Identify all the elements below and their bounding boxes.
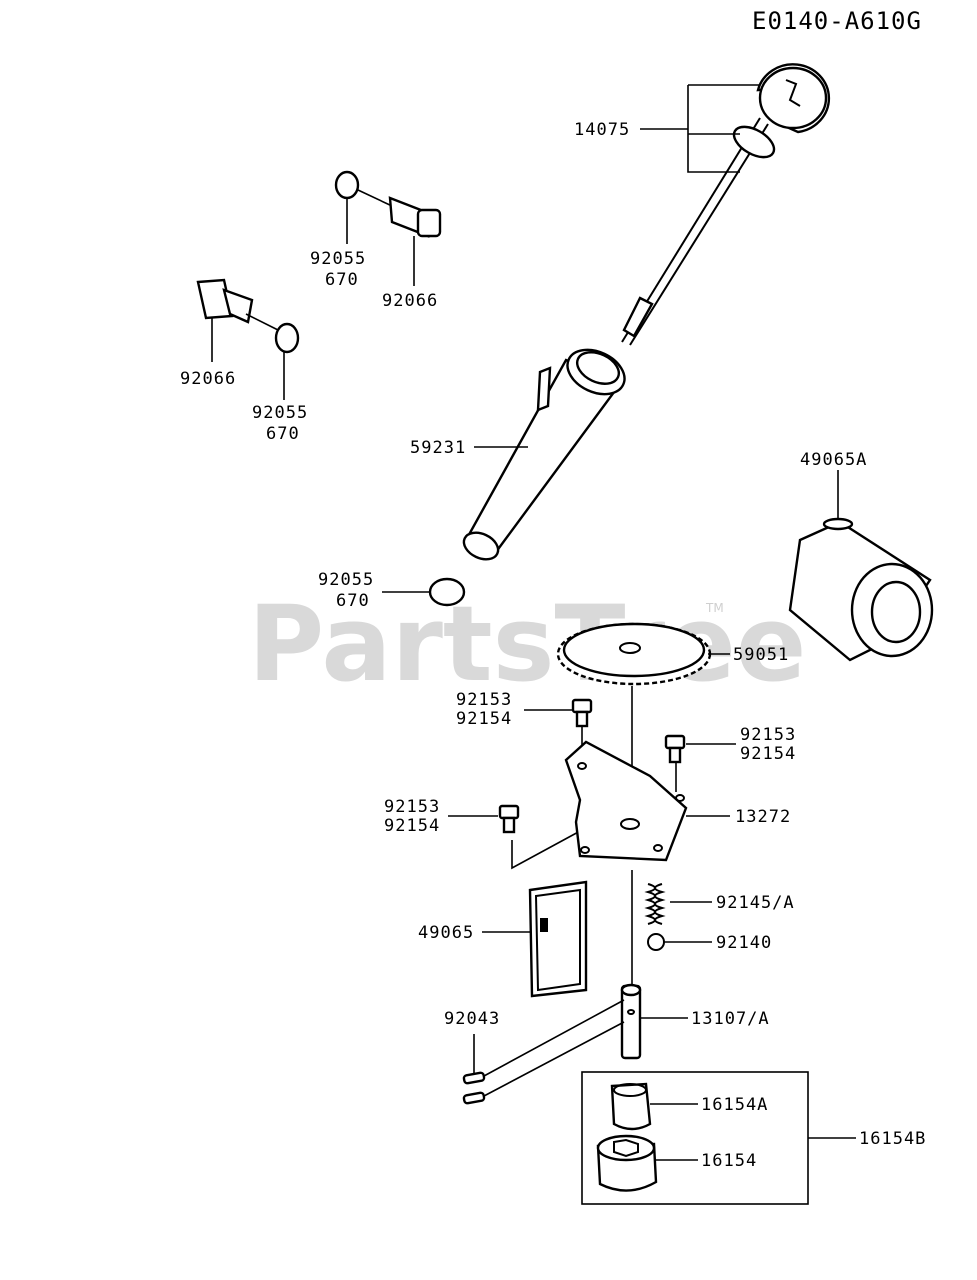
oring-upper-part[interactable] bbox=[334, 170, 360, 200]
label-92043: 92043 bbox=[444, 1009, 500, 1029]
relief-ball-part[interactable] bbox=[647, 933, 665, 951]
label-92154-c: 92154 bbox=[384, 816, 440, 836]
oring-lower-part[interactable] bbox=[274, 322, 300, 354]
oil-screen-part[interactable] bbox=[528, 880, 588, 998]
label-16154: 16154 bbox=[701, 1151, 757, 1171]
drain-plug-lower-part[interactable] bbox=[196, 278, 254, 324]
label-92145A: 92145/A bbox=[716, 893, 795, 913]
oil-pump-gear-part[interactable] bbox=[556, 622, 712, 686]
label-16154B: 16154B bbox=[859, 1129, 926, 1149]
label-670-upper: 670 bbox=[325, 270, 359, 290]
label-670-tube: 670 bbox=[336, 591, 370, 611]
label-92153-a: 92153 bbox=[456, 690, 512, 710]
oring-tube-part[interactable] bbox=[428, 577, 466, 607]
pump-shaft-part[interactable] bbox=[620, 983, 642, 1060]
inner-socket-part[interactable] bbox=[610, 1082, 652, 1131]
drain-plug-upper-part[interactable] bbox=[388, 196, 442, 238]
label-59231: 59231 bbox=[410, 438, 466, 458]
label-92154-a: 92154 bbox=[456, 709, 512, 729]
label-14075: 14075 bbox=[574, 120, 630, 140]
relief-spring-part[interactable] bbox=[644, 883, 666, 925]
label-92066-lower: 92066 bbox=[180, 369, 236, 389]
oil-filler-tube-part[interactable] bbox=[460, 341, 632, 564]
leader-14075-a bbox=[687, 85, 740, 173]
watermark-trademark: TM bbox=[705, 601, 724, 615]
label-49065: 49065 bbox=[418, 923, 474, 943]
label-92153-c: 92153 bbox=[384, 797, 440, 817]
bolt-a-part[interactable] bbox=[571, 698, 593, 728]
label-92055-upper: 92055 bbox=[310, 249, 366, 269]
bolt-c-part[interactable] bbox=[498, 804, 520, 834]
pins-part[interactable] bbox=[462, 1071, 486, 1105]
diagram-code: E0140-A610G bbox=[752, 7, 922, 35]
label-16154A: 16154A bbox=[701, 1095, 768, 1115]
label-92154-b: 92154 bbox=[740, 744, 796, 764]
label-92066-upper: 92066 bbox=[382, 291, 438, 311]
label-670-lower: 670 bbox=[266, 424, 300, 444]
label-49065A: 49065A bbox=[800, 450, 867, 470]
watermark: PartsTree bbox=[248, 583, 806, 705]
label-59051: 59051 bbox=[733, 645, 789, 665]
outer-socket-part[interactable] bbox=[596, 1134, 658, 1192]
bolt-b-part[interactable] bbox=[664, 734, 686, 764]
label-92055-tube: 92055 bbox=[318, 570, 374, 590]
label-92140: 92140 bbox=[716, 933, 772, 953]
label-13272: 13272 bbox=[735, 807, 791, 827]
oil-pump-cover-part[interactable] bbox=[564, 740, 688, 862]
dipstick-part[interactable] bbox=[621, 63, 831, 346]
oil-filter-part[interactable] bbox=[788, 517, 934, 662]
label-92153-b: 92153 bbox=[740, 725, 796, 745]
label-13107A: 13107/A bbox=[691, 1009, 770, 1029]
label-92055-lower: 92055 bbox=[252, 403, 308, 423]
